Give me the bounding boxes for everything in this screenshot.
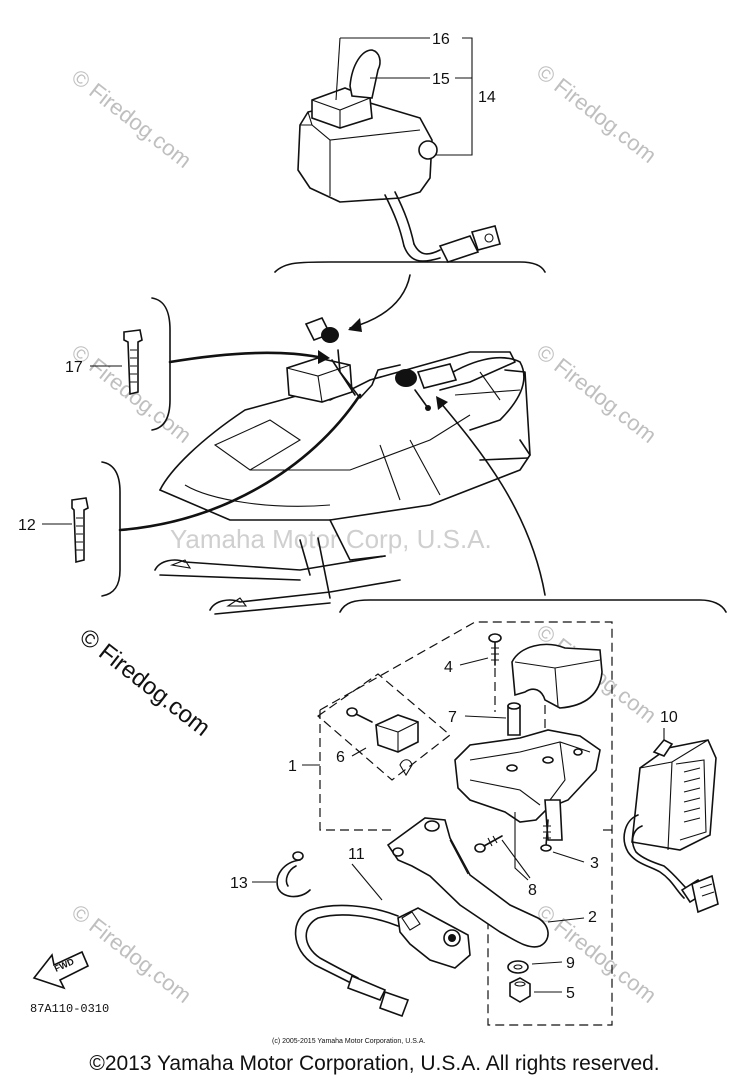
callout-10: 10 <box>660 709 678 726</box>
callout-3: 3 <box>590 855 599 872</box>
callout-11: 11 <box>348 846 365 863</box>
watermark-firedog: © Firedog.com <box>67 899 196 1008</box>
callout-2: 2 <box>588 909 597 926</box>
callout-6: 6 <box>336 749 345 766</box>
callout-4: 4 <box>444 659 453 676</box>
copyright-notice: ©2013 Yamaha Motor Corporation, U.S.A. A… <box>89 1052 660 1075</box>
watermark-firedog: © Firedog.com <box>532 59 661 168</box>
watermark-yamaha: Yamaha Motor Corp, U.S.A. <box>170 524 492 554</box>
fwd-arrow-icon: FWD <box>32 950 90 990</box>
switch-assembly-top: 16 15 14 <box>274 31 546 332</box>
callout-15: 15 <box>432 71 450 88</box>
callout-17: 17 <box>65 359 83 376</box>
watermark-firedog-dark: © Firedog.com <box>74 623 215 741</box>
part-number: 87A110-0310 <box>30 1002 109 1016</box>
watermark-firedog: © Firedog.com <box>67 64 196 173</box>
callout-14: 14 <box>478 89 496 106</box>
callout-12: 12 <box>18 517 36 534</box>
small-copyright: (c) 2005-2015 Yamaha Motor Corporation, … <box>272 1038 425 1045</box>
watermark-firedog: © Firedog.com <box>532 339 661 448</box>
callout-8: 8 <box>528 882 537 899</box>
callout-16: 16 <box>432 31 450 48</box>
snowmobile <box>154 316 546 615</box>
callout-7: 7 <box>448 709 457 726</box>
callout-1: 1 <box>288 758 297 775</box>
lever-assembly: 1 6 4 7 <box>30 599 727 1045</box>
tie-straps: 17 12 <box>18 297 362 597</box>
callout-13: 13 <box>230 875 248 892</box>
watermarks: © Firedog.com © Firedog.com © Firedog.co… <box>67 59 661 1008</box>
callout-9: 9 <box>566 955 575 972</box>
callout-5: 5 <box>566 985 575 1002</box>
